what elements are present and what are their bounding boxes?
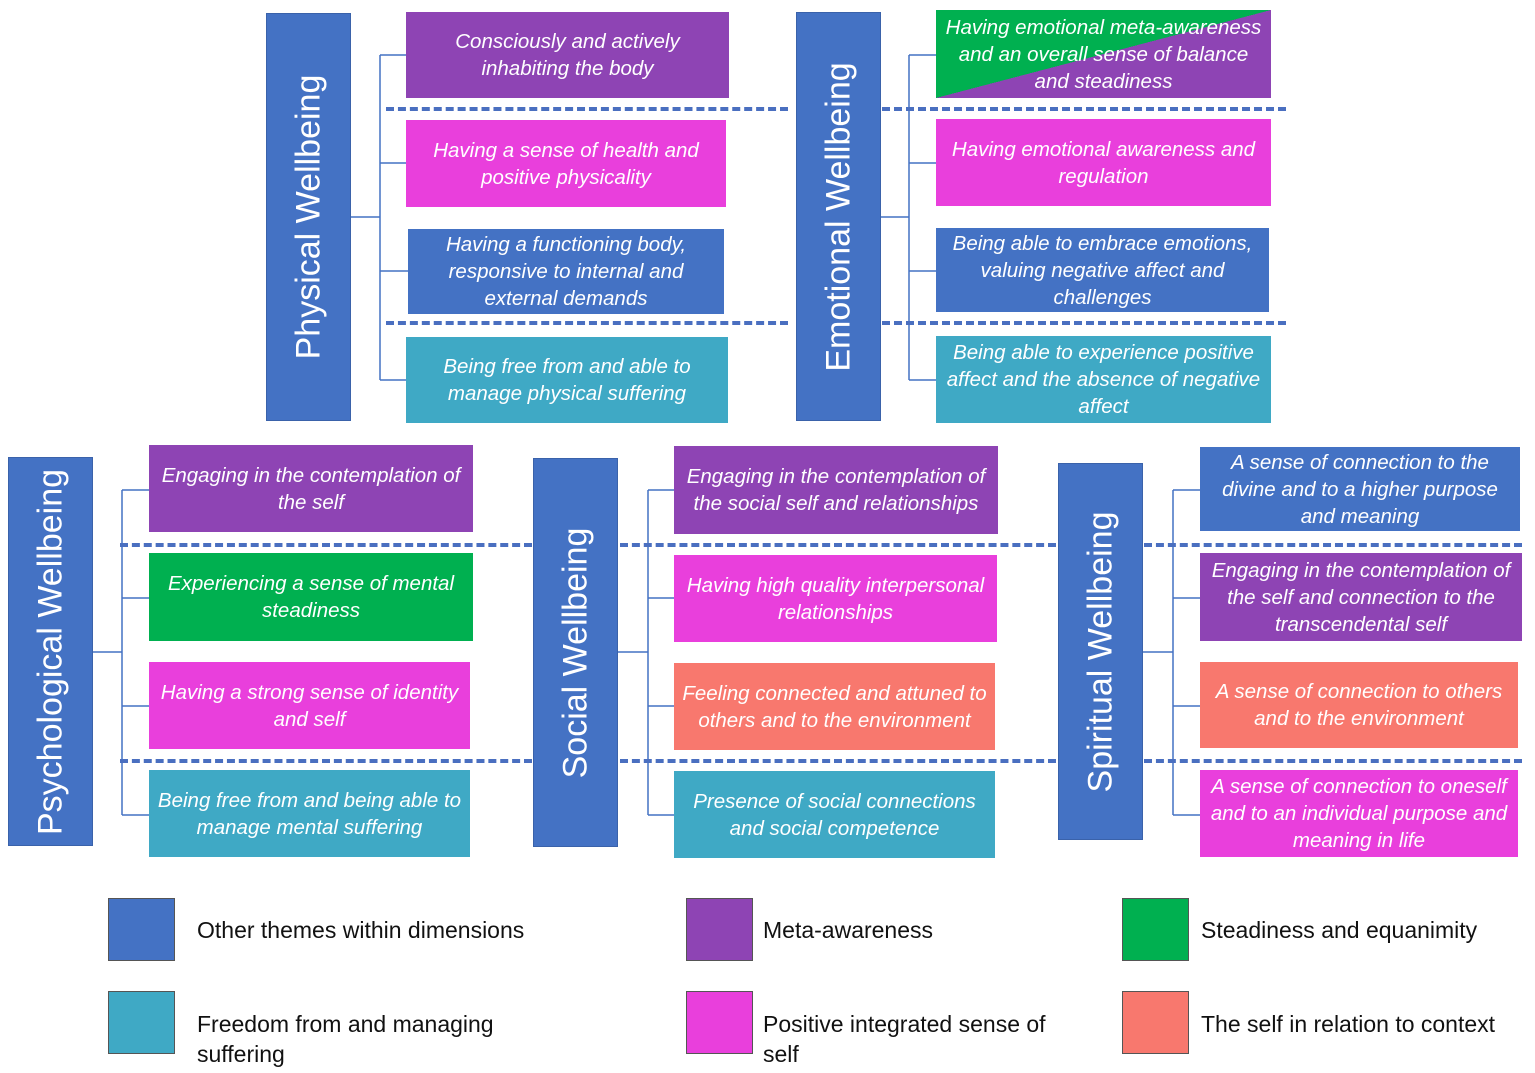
theme-box: Experiencing a sense of mental steadines…	[149, 553, 473, 641]
separator-line	[882, 107, 1286, 111]
theme-text: Engaging in the contemplation of the soc…	[686, 465, 986, 515]
theme-box: Feeling connected and attuned to others …	[674, 663, 995, 750]
separator-line	[386, 321, 788, 325]
dimension-psychological: Psychological Wellbeing	[8, 457, 93, 846]
theme-box: A sense of connection to the divine and …	[1200, 447, 1520, 531]
theme-text: Being able to experience positive affect…	[946, 341, 1261, 418]
separator-line	[1144, 543, 1522, 547]
legend-label-freedom: Freedom from and managing suffering	[197, 1011, 494, 1067]
theme-text: Engaging in the contemplation of the sel…	[161, 463, 461, 514]
theme-box: Consciously and actively inhabiting the …	[406, 12, 729, 98]
theme-box: Being able to embrace emotions, valuing …	[936, 228, 1269, 312]
dimension-social: Social Wellbeing	[533, 458, 618, 847]
separator-line	[120, 543, 532, 547]
theme-box: Being able to experience positive affect…	[936, 336, 1271, 423]
theme-text: Having a strong sense of identity and se…	[160, 680, 459, 731]
dimension-spiritual-label: Spiritual Wellbeing	[1081, 511, 1119, 792]
theme-box: Being free from and being able to manage…	[149, 770, 470, 857]
dimension-emotional-label: Emotional Wellbeing	[819, 61, 857, 372]
theme-box: Engaging in the contemplation of the sel…	[1200, 553, 1522, 641]
dimension-physical-label: Physical Wellbeing	[289, 74, 327, 360]
theme-box: Engaging in the contemplation of the sel…	[149, 445, 473, 532]
theme-text: Experiencing a sense of mental steadines…	[167, 572, 455, 622]
dimension-emotional: Emotional Wellbeing	[796, 12, 881, 421]
theme-text: Having emotional awareness and regulatio…	[951, 137, 1256, 188]
theme-box: Having a strong sense of identity and se…	[149, 662, 470, 749]
theme-text: A sense of connection to oneself and to …	[1210, 775, 1508, 852]
legend-swatch-other	[108, 898, 175, 961]
legend-label-meta-awareness: Meta-awareness	[763, 917, 934, 943]
theme-box: Having a functioning body, responsive to…	[408, 229, 724, 314]
dimension-social-label: Social Wellbeing	[556, 527, 594, 778]
legend-label-self-context: The self in relation to context	[1201, 1011, 1496, 1037]
legend-swatch-positive-self	[686, 991, 753, 1054]
legend-swatch-self-context	[1122, 991, 1189, 1054]
separator-line	[120, 759, 532, 763]
theme-box: A sense of connection to others and to t…	[1200, 662, 1518, 748]
theme-text: Having a functioning body, responsive to…	[445, 233, 687, 310]
theme-box: Having emotional meta-awareness and an o…	[936, 10, 1271, 98]
legend-label-other: Other themes within dimensions	[197, 917, 525, 943]
legend-label-positive-self: Positive integrated sense of self	[763, 1011, 1046, 1067]
theme-text: Being free from and able to manage physi…	[443, 355, 691, 405]
legend-label-steadiness: Steadiness and equanimity	[1201, 917, 1478, 943]
theme-text: Having a sense of health and positive ph…	[433, 138, 699, 189]
theme-box: Presence of social connections and socia…	[674, 771, 995, 858]
legend-swatch-freedom	[108, 991, 175, 1054]
theme-text: Presence of social connections and socia…	[693, 789, 976, 840]
theme-text: Feeling connected and attuned to others …	[682, 681, 987, 732]
separator-line	[620, 759, 1056, 763]
theme-box: A sense of connection to oneself and to …	[1200, 770, 1518, 857]
theme-box: Having emotional awareness and regulatio…	[936, 119, 1271, 206]
theme-text: Consciously and actively inhabiting the …	[455, 30, 680, 80]
theme-text: Engaging in the contemplation of the sel…	[1211, 558, 1511, 636]
theme-text: Being able to embrace emotions, valuing …	[952, 231, 1253, 309]
legend-swatch-steadiness	[1122, 898, 1189, 961]
theme-text: Being free from and being able to manage…	[157, 788, 462, 839]
separator-line	[620, 543, 1056, 547]
dimension-psychological-label: Psychological Wellbeing	[31, 468, 69, 835]
theme-text: Having high quality interpersonal relati…	[686, 573, 985, 624]
dimension-physical: Physical Wellbeing	[266, 13, 351, 421]
theme-box: Engaging in the contemplation of the soc…	[674, 446, 998, 534]
dimension-spiritual: Spiritual Wellbeing	[1058, 463, 1143, 840]
theme-box: Having a sense of health and positive ph…	[406, 120, 726, 207]
theme-text: A sense of connection to the divine and …	[1222, 450, 1498, 528]
separator-line	[386, 107, 788, 111]
separator-line	[882, 321, 1286, 325]
theme-box: Being free from and able to manage physi…	[406, 337, 728, 423]
separator-line	[1144, 759, 1522, 763]
theme-text: A sense of connection to others and to t…	[1215, 680, 1503, 730]
theme-text: Having emotional meta-awareness and an o…	[945, 15, 1262, 93]
theme-box: Having high quality interpersonal relati…	[674, 555, 997, 642]
legend-swatch-meta-awareness	[686, 898, 753, 961]
